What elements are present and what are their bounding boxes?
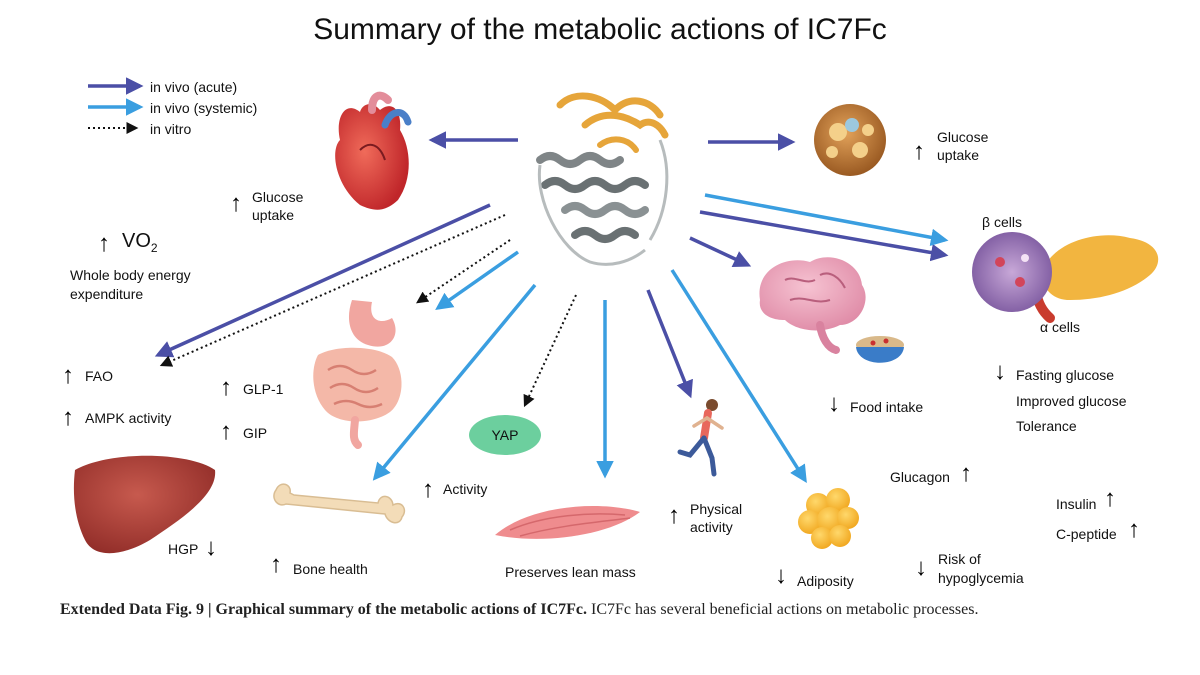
runner-icon <box>677 399 724 477</box>
physical-line1: Physical <box>690 501 743 517</box>
legend-acute-label: in vivo (acute) <box>150 79 238 95</box>
up-arrow-icon: ↑ <box>62 404 74 431</box>
arrow-to-runner <box>646 289 693 399</box>
hypo-line1: Risk of <box>938 551 981 567</box>
up-arrow-icon: ↑ <box>62 362 74 389</box>
heart-glucose-label: Glucose <box>252 189 304 205</box>
yap-label: YAP <box>491 427 519 443</box>
food-intake-label: Food intake <box>850 399 924 415</box>
arrow-to-brain <box>689 236 752 268</box>
up-arrow-icon: ↑ <box>220 418 232 445</box>
adipocyte-cell-icon <box>814 104 886 176</box>
down-arrow-icon: ↓ <box>775 562 787 589</box>
c-peptide-label: C-peptide <box>1056 526 1117 542</box>
caption-bold: Extended Data Fig. 9 | Graphical summary… <box>60 601 588 618</box>
gip-label: GIP <box>243 425 268 441</box>
vo2-label: VO2 <box>122 230 158 255</box>
down-arrow-icon: ↓ <box>994 358 1006 385</box>
glp1-label: GLP-1 <box>243 381 284 397</box>
bone-icon <box>273 483 406 524</box>
beta-cells-label: β cells <box>982 214 1022 230</box>
invitro-arrows <box>159 214 577 408</box>
down-arrow-icon: ↓ <box>205 534 217 561</box>
arrow-to-adipose <box>670 269 807 483</box>
legend-invitro-label: in vitro <box>150 121 192 137</box>
tolerance-label: Tolerance <box>1016 418 1077 434</box>
gut-icon <box>313 300 402 449</box>
heart-icon <box>335 91 412 210</box>
ampk-label: AMPK activity <box>85 410 172 426</box>
acute-arrows <box>154 131 949 399</box>
brain-icon <box>759 257 866 354</box>
arrow-to-gut <box>435 250 520 311</box>
alpha-cells-label: α cells <box>1040 319 1080 335</box>
adiposity-label: Adiposity <box>797 573 854 589</box>
up-arrow-icon: ↑ <box>422 476 434 503</box>
hypo-line2: hypoglycemia <box>938 570 1024 586</box>
up-arrow-icon: ↑ <box>1104 485 1116 512</box>
down-arrow-icon: ↓ <box>828 390 840 417</box>
liver-icon <box>73 455 216 554</box>
arrow-to-fao <box>154 203 491 358</box>
up-arrow-icon: ↑ <box>1128 516 1140 543</box>
bone-activity-label: Activity <box>443 481 488 497</box>
heart-uptake-label: uptake <box>252 207 295 223</box>
down-arrow-icon: ↓ <box>915 554 927 581</box>
arrow-to-pancreas-acute <box>699 210 949 262</box>
ic7fc-protein-icon <box>536 92 669 266</box>
dotted-arrow-to-gut <box>416 239 511 304</box>
glucagon-label: Glucagon <box>890 469 950 485</box>
up-arrow-icon: ↑ <box>98 230 110 257</box>
physical-line2: activity <box>690 519 733 535</box>
fao-label: FAO <box>85 368 114 384</box>
muscle-icon <box>495 505 640 539</box>
food-bowl-icon <box>856 336 904 363</box>
up-arrow-icon: ↑ <box>230 190 242 217</box>
figure-caption: Extended Data Fig. 9 | Graphical summary… <box>60 600 978 620</box>
dotted-arrow-to-yap <box>523 294 577 408</box>
arrow-to-bone <box>372 283 537 481</box>
energy-line2: expenditure <box>70 286 144 302</box>
up-arrow-icon: ↑ <box>668 502 680 529</box>
systemic-arrows <box>372 193 949 483</box>
legend-systemic-label: in vivo (systemic) <box>150 100 258 116</box>
pancreas-icon <box>972 232 1159 323</box>
up-arrow-icon: ↑ <box>220 374 232 401</box>
energy-line1: Whole body energy <box>70 267 191 283</box>
up-arrow-icon: ↑ <box>960 460 972 487</box>
bone-health-label: Bone health <box>293 561 368 577</box>
fat-glucose-label: Glucose <box>937 129 989 145</box>
figure-title: Summary of the metabolic actions of IC7F… <box>313 13 887 46</box>
dotted-arrow-to-fao <box>159 214 506 367</box>
arrow-to-pancreas-systemic <box>704 193 949 247</box>
yap-node <box>469 415 541 455</box>
caption-text: IC7Fc has several beneficial actions on … <box>587 601 979 618</box>
up-arrow-icon: ↑ <box>270 551 282 578</box>
fasting-glucose-label: Fasting glucose <box>1016 367 1115 383</box>
adipose-tissue-icon <box>798 488 859 549</box>
lean-mass-label: Preserves lean mass <box>505 564 636 580</box>
improved-glucose-label: Improved glucose <box>1016 393 1127 409</box>
up-arrow-icon: ↑ <box>913 138 925 165</box>
insulin-label: Insulin <box>1056 496 1097 512</box>
fat-uptake-label: uptake <box>937 147 980 163</box>
hgp-label: HGP <box>168 541 199 557</box>
